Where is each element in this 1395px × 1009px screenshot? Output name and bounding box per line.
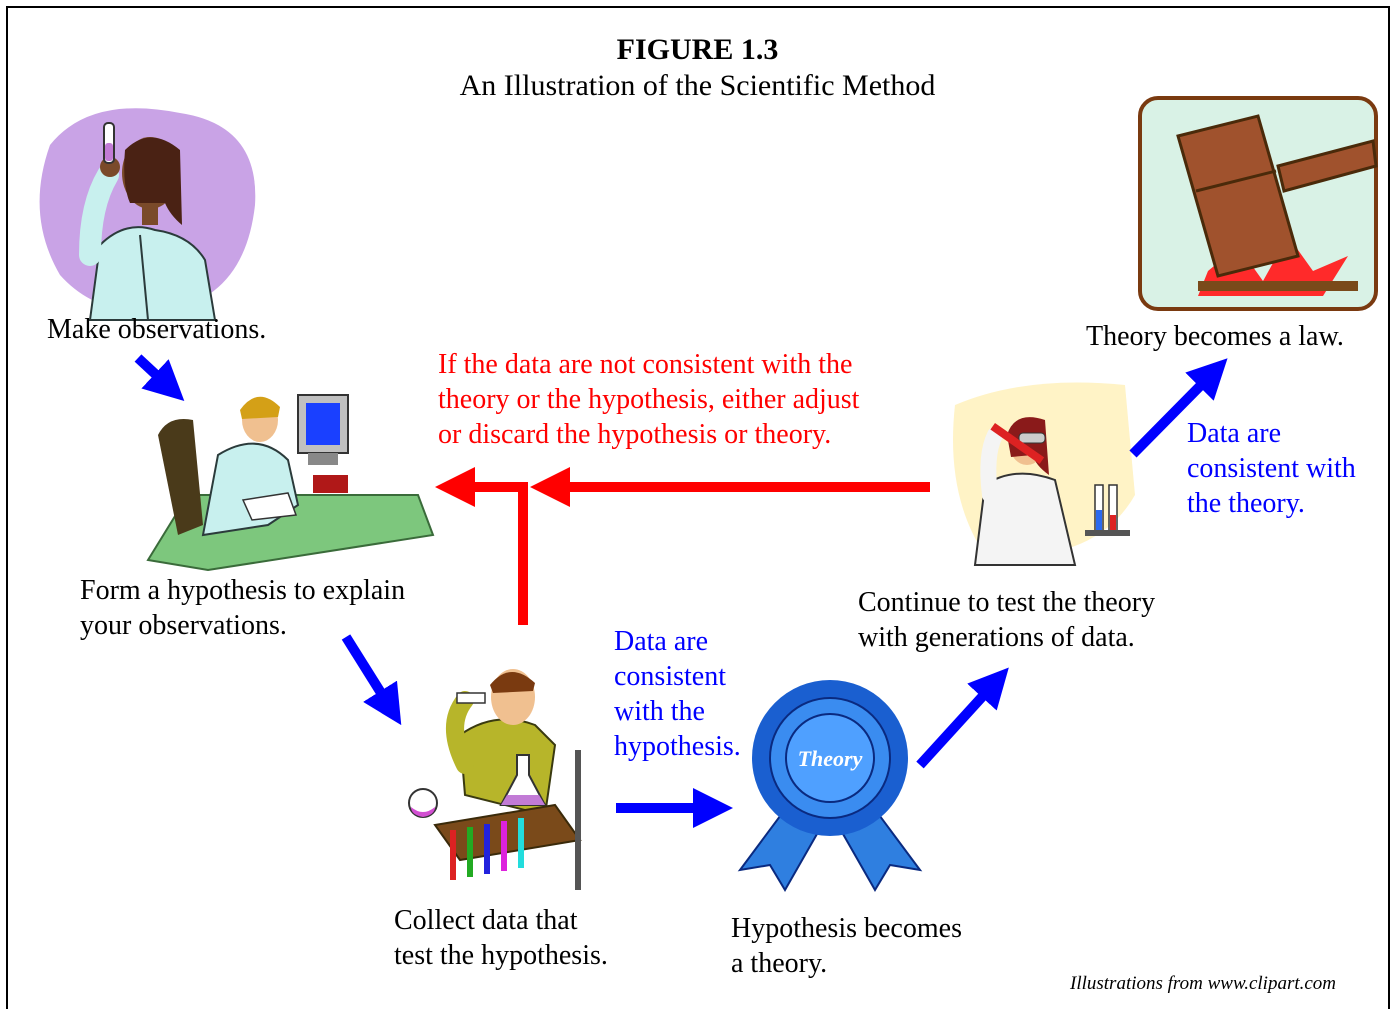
label-form-hypothesis-line: Form a hypothesis to explain [80, 575, 406, 606]
arrow-collect-back [435, 467, 528, 625]
figure-title: An Illustration of the Scientific Method [459, 69, 936, 102]
illustration-credit: Illustrations from www.clipart.com [1070, 973, 1337, 994]
theory-ribbon-icon: Theory [737, 680, 923, 892]
figure-frame [6, 6, 1390, 1009]
annotation-consistent-hypothesis: Data are consistent with the hypothesis. [614, 624, 741, 764]
label-collect-data-line: test the hypothesis. [394, 940, 608, 971]
ribbon-label: Theory [798, 746, 863, 771]
annotation-inconsistent: If the data are not consistent with the … [438, 347, 859, 452]
scientist-test-tubes-icon [408, 669, 582, 890]
label-theory-becomes-law: Theory becomes a law. [1086, 321, 1344, 352]
arrow-testing-to-law [1129, 358, 1228, 458]
annotation-consistent-theory-line: consistent with [1187, 453, 1356, 484]
label-hypothesis-becomes-theory-line: a theory. [731, 948, 828, 979]
arrow-hypothesis-to-collect [341, 634, 402, 726]
label-form-hypothesis: Form a hypothesis to explain your observ… [80, 573, 405, 643]
man-at-desk-icon [146, 394, 435, 572]
annotation-consistent-theory-line: Data are [1187, 418, 1282, 449]
annotation-consistent-hypothesis-line: Data are [614, 626, 709, 657]
label-form-hypothesis-line: your observations. [80, 610, 287, 641]
annotation-consistent-theory-line: the theory. [1187, 488, 1305, 519]
arrow-observe-to-hypothesis [134, 354, 185, 402]
annotation-inconsistent-line: theory or the hypothesis, either adjust [438, 384, 860, 415]
arrow-theory-to-testing [916, 667, 1009, 769]
figure-number: FIGURE 1.3 [616, 33, 779, 66]
woman-scientist-icon [39, 108, 256, 321]
label-continue-testing: Continue to test the theory with generat… [858, 585, 1155, 655]
label-collect-data-line: Collect data that [394, 905, 578, 936]
label-continue-testing-line: with generations of data. [858, 622, 1135, 653]
annotation-consistent-hypothesis-line: consistent [614, 661, 726, 692]
annotation-consistent-theory: Data are consistent with the theory. [1187, 416, 1356, 521]
gavel-icon [1138, 96, 1378, 311]
woman-chemist-icon [953, 382, 1135, 566]
annotation-inconsistent-line: If the data are not consistent with the [438, 349, 853, 380]
annotation-inconsistent-line: or discard the hypothesis or theory. [438, 419, 832, 450]
label-hypothesis-becomes-theory-line: Hypothesis becomes [731, 913, 962, 944]
annotation-consistent-hypothesis-line: hypothesis. [614, 731, 741, 762]
label-hypothesis-becomes-theory: Hypothesis becomes a theory. [731, 911, 962, 981]
label-make-observations: Make observations. [47, 314, 267, 345]
label-continue-testing-line: Continue to test the theory [858, 587, 1156, 618]
label-collect-data: Collect data that test the hypothesis. [394, 903, 608, 973]
annotation-consistent-hypothesis-line: with the [614, 696, 705, 727]
